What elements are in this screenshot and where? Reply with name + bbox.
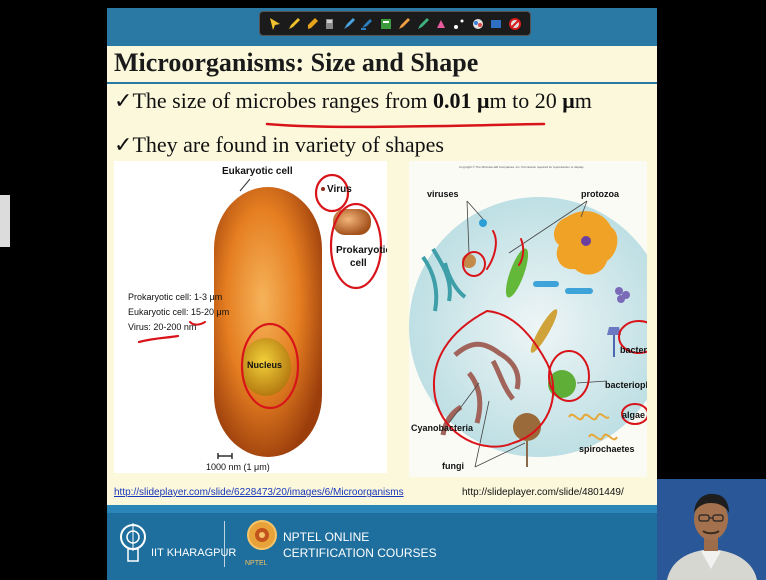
- slide-footer: IIT KHARAGPUR NPTEL NPTEL ONLINE CERTIFI…: [107, 505, 657, 580]
- size-line-eukaryotic: Eukaryotic cell: 15-20 μm: [128, 307, 229, 317]
- copyright-notice: Copyright © The McGraw-Hill Companies, I…: [459, 165, 584, 169]
- fungi-label: fungi: [442, 461, 464, 471]
- slide: Microorganisms: Size and Shape ✓The size…: [107, 8, 657, 580]
- prokaryotic-label-1: Prokaryotic: [336, 245, 387, 256]
- source-link-left[interactable]: http://slideplayer.com/slide/6228473/20/…: [114, 487, 404, 498]
- bullet-shapes: ✓They are found in variety of shapes: [114, 132, 444, 158]
- bullet1-underline-annotation: [107, 8, 657, 148]
- source-link-right[interactable]: http://slideplayer.com/slide/4801449/: [462, 487, 624, 498]
- presenter-figure: [657, 479, 766, 580]
- size-line-prokaryotic: Prokaryotic cell: 1-3 μm: [128, 292, 222, 302]
- cell-size-figure: Eukaryotic cell Virus Prokaryotic cell P…: [114, 161, 387, 473]
- nptel-logo-icon: [244, 517, 280, 557]
- nptel-line-1: NPTEL ONLINE: [283, 530, 369, 544]
- spirochaetes-label: spirochaetes: [579, 444, 635, 454]
- nptel-small-label: NPTEL: [245, 560, 268, 567]
- bacteria-label: bacteria: [620, 345, 647, 355]
- size-line-virus: Virus: 20-200 nm: [128, 322, 196, 332]
- left-edge-tab: [0, 195, 10, 247]
- footer-divider: [224, 521, 225, 567]
- presenter-video: [657, 479, 766, 580]
- nucleus-label: Nucleus: [247, 360, 282, 370]
- algae-label: algae: [622, 410, 645, 420]
- viruses-label: viruses: [427, 189, 459, 199]
- footer-band: [107, 505, 657, 513]
- bacteriophage-label: bacteriophage: [605, 380, 647, 390]
- cell-size-illustration: [114, 161, 387, 473]
- virus-label: Virus: [327, 184, 352, 195]
- prokaryotic-label-2: cell: [350, 258, 367, 269]
- scale-label: 1000 nm (1 μm): [206, 462, 270, 472]
- microbe-shapes-figure: Copyright © The McGraw-Hill Companies, I…: [409, 161, 647, 477]
- protozoa-label: protozoa: [581, 189, 619, 199]
- iit-logo-icon: [119, 517, 147, 565]
- check-icon: ✓: [114, 132, 132, 157]
- cyanobacteria-label: Cyanobacteria: [411, 423, 473, 433]
- eukaryotic-cell-label: Eukaryotic cell: [222, 166, 293, 177]
- nptel-line-2: CERTIFICATION COURSES: [283, 546, 437, 560]
